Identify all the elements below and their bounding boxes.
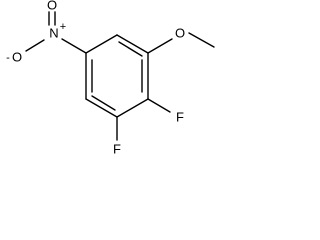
fluoro-groups: F F — [113, 98, 184, 156]
nitro-nitrogen-label: N — [49, 25, 58, 40]
ring-to-right-fluorine-bond — [147, 98, 171, 113]
molecule-drawing: N + O O - O F F — [6, 0, 215, 156]
ring-double-bond-top-right — [118, 41, 143, 57]
ring-bond-top-right — [116, 34, 149, 54]
ring-to-methoxy-oxygen-bond — [147, 38, 173, 54]
ring-double-bond-bottom-left — [91, 95, 116, 111]
bottom-fluorine-label: F — [113, 141, 121, 156]
nitro-left-oxygen-label: O — [12, 49, 22, 64]
nitro-group: N + O O - — [6, 0, 87, 64]
benzene-ring — [85, 34, 149, 118]
methoxy-oxygen-label: O — [175, 25, 185, 40]
nitro-nitrogen-charge: + — [60, 21, 66, 33]
nitro-top-oxygen-label: O — [47, 0, 57, 12]
structure-canvas: N + O O - O F F — [6, 0, 215, 156]
ring-bond-right-lower — [116, 98, 149, 118]
ring-to-nitrogen-bond — [61, 38, 87, 54]
methoxy-oxygen-to-methyl-bond — [188, 32, 215, 48]
nitro-left-oxygen-charge: - — [6, 52, 10, 64]
nitrogen-to-left-oxygen-bond — [25, 39, 45, 52]
methoxy-group: O — [147, 25, 215, 54]
ring-bond-bottom-left — [85, 98, 118, 118]
ring-bond-top-left — [85, 34, 118, 54]
right-fluorine-label: F — [176, 109, 184, 124]
